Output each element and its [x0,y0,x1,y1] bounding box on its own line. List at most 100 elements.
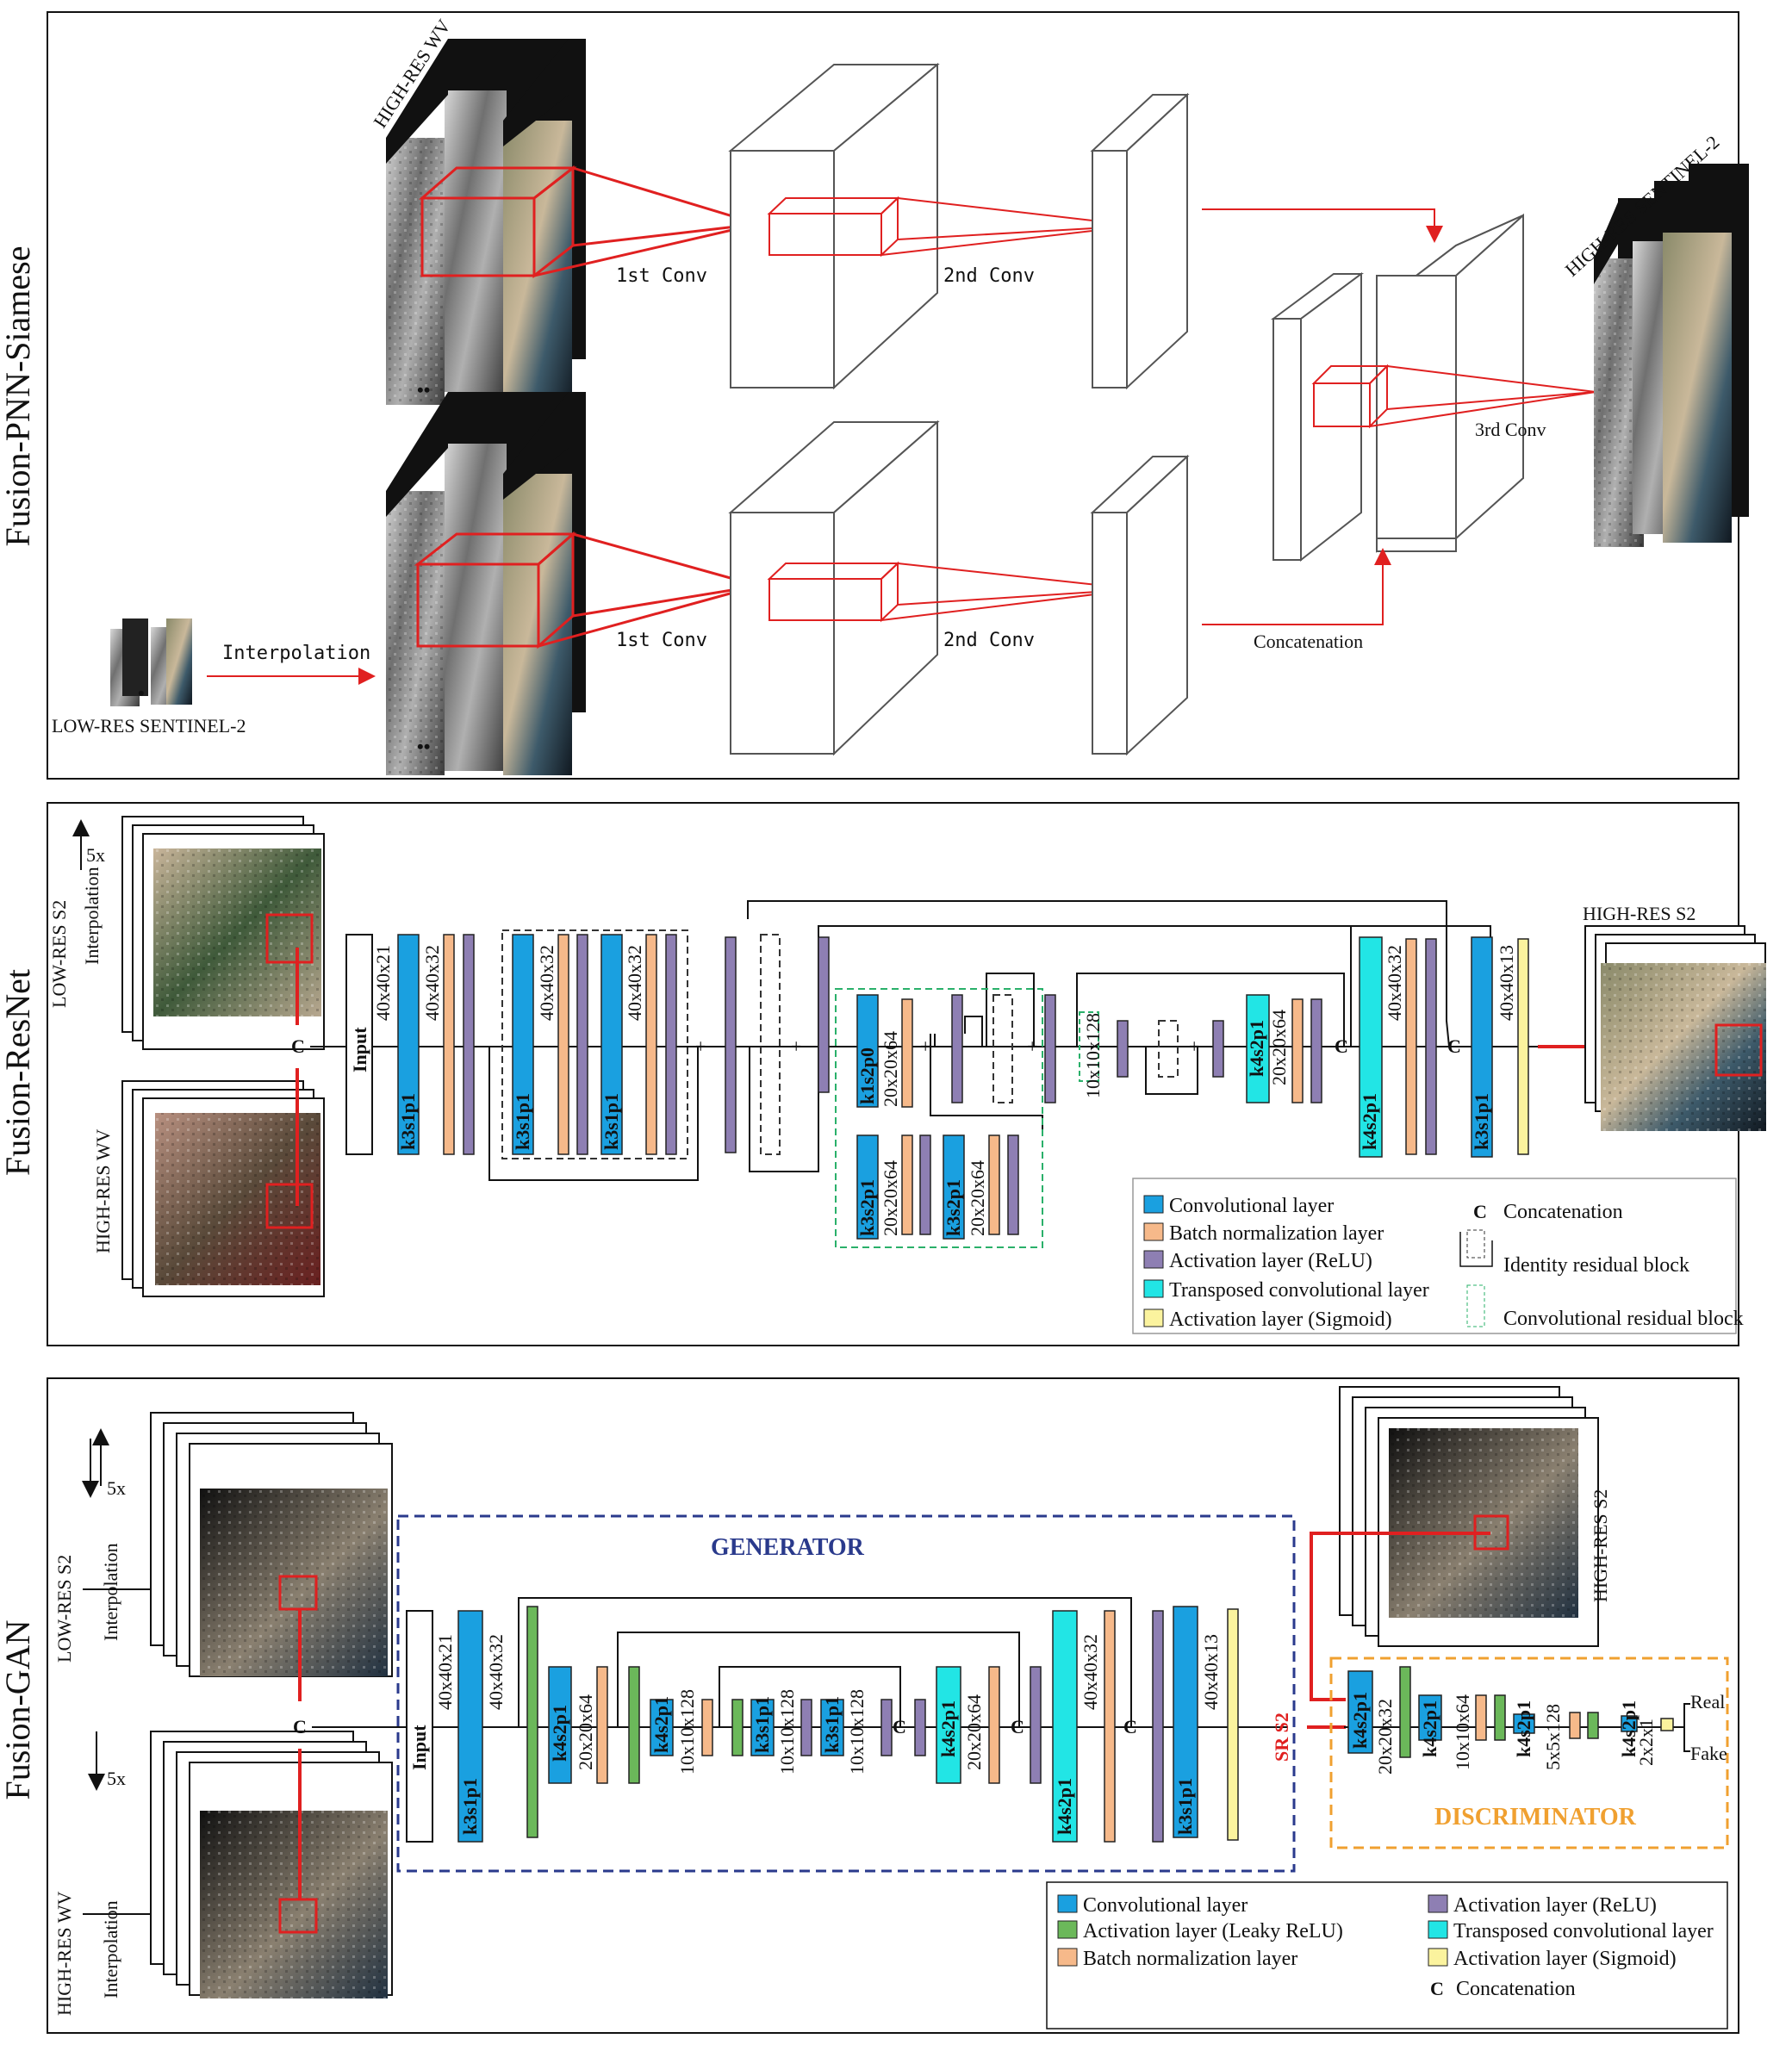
gan-high-res-wv-stack [150,1731,393,1998]
gan-sr-s2-label: SR S2 [1271,1712,1292,1762]
resnet-legend-concat-sym: C [1473,1201,1487,1222]
gan-dim-5: 10x10x128 [846,1689,868,1775]
resnet-high-res-wv-stack [121,1080,325,1297]
gan-dim-3: 10x10x128 [676,1689,698,1775]
gan-generator-box [396,1514,1296,1873]
gan-scale-top: 5x [107,1477,126,1499]
gan-k4s2p1-2: k4s2p1 [650,1696,672,1753]
resnet-concat-2: C [1447,1035,1461,1057]
gan-legend-conv: Convolutional layer [1083,1894,1248,1917]
gan-concat-1: C [893,1716,906,1737]
resnet-plus-4: + [1027,1035,1037,1057]
resnet-dim-3: 40x40x32 [624,945,645,1021]
gan-k4s2p1-1: k4s2p1 [549,1705,570,1762]
gan-high-res-s2-label: HIGH-RES S2 [1590,1489,1611,1602]
gan-disc-dim-3: 5x5x128 [1542,1704,1564,1770]
gan-k3s1p1-4: k3s1p1 [1174,1778,1196,1835]
gan-k3s1p1-1: k3s1p1 [459,1778,481,1835]
resnet-dim-2: 40x40x32 [536,945,557,1021]
resnet-high-res-wv-label: HIGH-RES WV [92,1128,114,1253]
resnet-plus-3: + [920,1035,930,1057]
resnet-low-res-label: LOW-RES S2 [48,900,70,1008]
resnet-dim-k3b: 20x20x64 [967,1160,988,1236]
gan-k4s2p1-4: k4s2p1 [1054,1778,1075,1835]
gan-dim-7: 40x40x32 [1080,1634,1101,1710]
resnet-dim-k4a: 20x20x64 [1268,1010,1290,1085]
svg-text:•: • [138,682,145,704]
gan-concat-3: C [1123,1716,1137,1737]
pnn-bottom-to-concat-arrow [1202,548,1391,625]
pnn-conv2-bottom: 2nd Conv [943,630,1035,651]
resnet-plus-2: + [791,1035,801,1057]
gan-disc-dim-4: 2x2x1 [1635,1719,1657,1766]
gan-legend-leaky: Activation layer (Leaky ReLU) [1083,1920,1343,1942]
pnn-top-image-stack [386,39,586,413]
resnet-input-block [345,934,373,1155]
gan-high-res-s2-stack [1339,1386,1599,1647]
gan-input-label: Input [408,1725,430,1770]
pnn-receptive-top [419,165,759,279]
pnn-bottom-cube-2 [1090,454,1190,756]
resnet-k3s1p1-2: k3s1p1 [512,1093,533,1150]
resnet-input-label: Input [349,1027,370,1072]
gan-dim-2: 20x20x64 [575,1694,596,1770]
gan-high-res-wv-label: HIGH-RES WV [53,1891,75,2016]
resnet-k3s2p1-1: k3s2p1 [856,1179,878,1236]
pnn-concat-cube-b-front [1376,213,1524,541]
resnet-plus-5: + [1189,1035,1199,1057]
resnet-interp-label-top: Interpolation [81,867,103,965]
gan-side-title: Fusion-GAN [0,1620,37,1800]
resnet-legend-bn: Batch normalization layer [1169,1222,1384,1245]
resnet-dim-k3a: 20x20x64 [880,1160,901,1236]
gan-k4s2p1-3: k4s2p1 [937,1700,959,1757]
resnet-dim-input: 40x40x21 [372,945,394,1021]
gan-dim-input: 40x40x21 [434,1634,456,1710]
gan-legend-relu: Activation layer (ReLU) [1453,1894,1657,1917]
resnet-layers [397,934,1529,1240]
gan-disc-k4s2p1-4: k4s2p1 [1618,1700,1640,1757]
resnet-legend: Convolutional layer Batch normalization … [1132,1178,1744,1334]
resnet-dim-k1: 20x20x64 [880,1031,901,1107]
gan-legend-concat: Concatenation [1456,1978,1576,2000]
pnn-conv1-bottom: 1st Conv [616,630,707,651]
resnet-identity-block-1 [501,929,688,1159]
resnet-legend-concat: Concatenation [1503,1201,1623,1223]
gan-disc-k4s2p1-2: k4s2p1 [1419,1700,1440,1757]
gan-disc-k4s2p1-3: k4s2p1 [1513,1700,1534,1757]
gan-generator-skips [518,1597,1132,1727]
resnet-legend-relu: Activation layer (ReLU) [1169,1250,1372,1272]
resnet-legend-convres: Convolutional residual block [1503,1308,1744,1330]
resnet-plus-1: + [695,1035,706,1057]
gan-fake-label: Fake [1690,1743,1727,1764]
pnn-low-res-stack: • [110,618,192,706]
gan-discriminator-layers [1347,1666,1674,1758]
pnn-bottom-cube-1 [728,420,940,756]
gan-dim-8: 40x40x13 [1200,1634,1222,1710]
resnet-high-res-s2-label: HIGH-RES S2 [1583,903,1696,924]
pnn-top-cube-2 [1090,92,1190,390]
pnn-conv3-kernel [1311,364,1596,429]
gan-discriminator-label: DISCRIMINATOR [1434,1804,1637,1831]
pnn-concatenation-label: Concatenation [1254,631,1363,652]
gan-concat-2: C [1011,1716,1024,1737]
pnn-low-res-label: LOW-RES SENTINEL-2 [52,715,246,737]
pnn-bottom-image-stack [386,392,586,775]
gan-generator-layers [406,1606,1239,1843]
resnet-legend-sigmoid: Activation layer (Sigmoid) [1169,1308,1392,1331]
gan-k3s1p1-3: k3s1p1 [821,1696,843,1753]
gan-concat-input: C [293,1716,307,1737]
gan-legend-tconv: Transposed convolutional layer [1453,1920,1714,1942]
pnn-receptive-bottom [414,531,759,650]
gan-dim-6: 20x20x64 [963,1694,985,1770]
resnet-identity-block-3 [992,994,1013,1103]
gan-discriminator-box [1329,1657,1729,1849]
resnet-legend-tconv: Transposed convolutional layer [1169,1279,1429,1302]
gan-interp-top: Interpolation [100,1543,121,1641]
resnet-identity-block-4 [1158,1020,1179,1078]
pnn-output-stack [1594,164,1749,547]
resnet-low-res-stack [121,816,325,1050]
gan-interp-bottom: Interpolation [100,1900,121,1998]
resnet-k1s2p0: k1s2p0 [856,1047,878,1104]
resnet-k3s2p1-2: k3s2p1 [943,1179,964,1236]
resnet-k4s2p1-1: k4s2p1 [1246,1020,1267,1077]
